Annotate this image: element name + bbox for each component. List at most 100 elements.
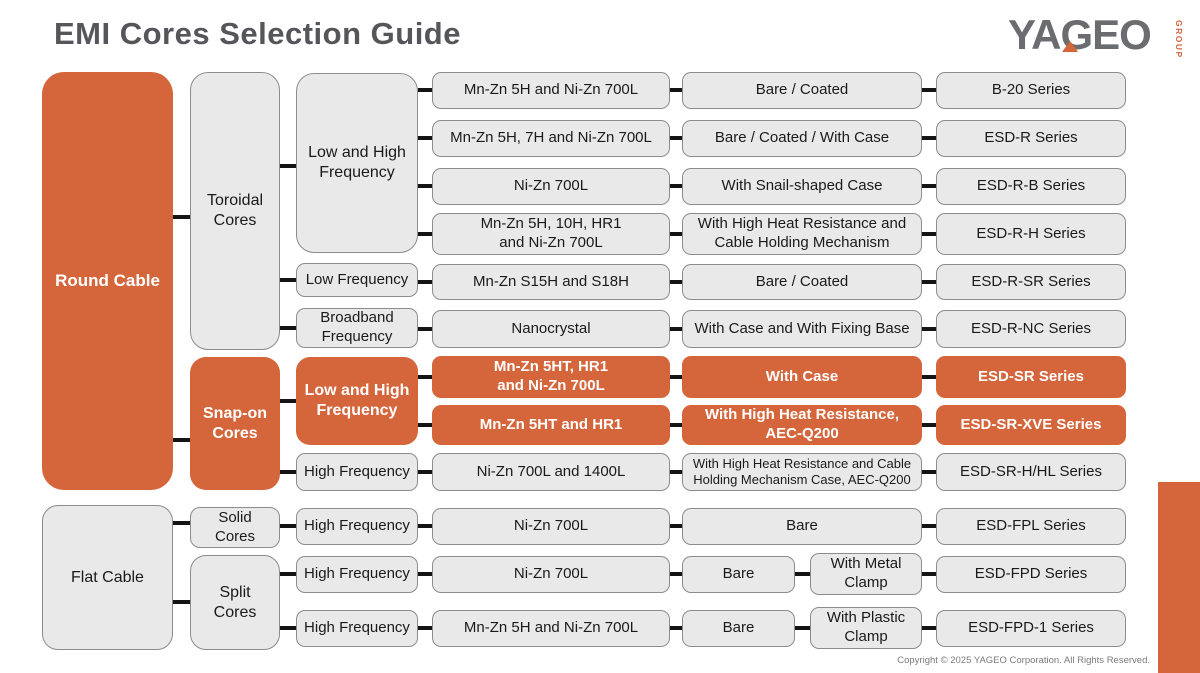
node-toroidal-cores: Toroidal Cores xyxy=(190,72,280,350)
series-row-3: ESD-R-B Series xyxy=(936,168,1126,205)
node-snap-on-cores: Snap-on Cores xyxy=(190,357,280,490)
case-row-12-clamp: With Plastic Clamp xyxy=(810,607,922,649)
case-row-11-bare: Bare xyxy=(682,556,795,593)
connector-line xyxy=(670,626,682,630)
connector-line xyxy=(280,399,296,403)
yageo-logo-text: YAGEO xyxy=(1008,11,1152,58)
yageo-logo: YAGEO GROUP xyxy=(1008,11,1184,66)
connector-line xyxy=(922,327,936,331)
connector-line xyxy=(922,232,936,236)
series-row-5: ESD-R-SR Series xyxy=(936,264,1126,300)
series-row-11: ESD-FPD Series xyxy=(936,556,1126,593)
connector-line xyxy=(670,572,682,576)
case-row-12-bare: Bare xyxy=(682,610,795,647)
material-row-8: Mn-Zn 5HT and HR1 xyxy=(432,405,670,445)
connector-line xyxy=(418,626,432,630)
node-freq-solid-high: High Frequency xyxy=(296,508,418,545)
connector-line xyxy=(173,600,190,604)
node-freq-snap-high: High Frequency xyxy=(296,453,418,491)
connector-line xyxy=(922,524,936,528)
connector-line xyxy=(418,184,432,188)
connector-line xyxy=(670,232,682,236)
yageo-logo-group-text: GROUP xyxy=(1174,20,1184,59)
connector-line xyxy=(173,215,190,219)
connector-line xyxy=(418,136,432,140)
material-row-6: Nanocrystal xyxy=(432,310,670,348)
yageo-logo-triangle-icon xyxy=(1062,41,1078,52)
series-row-4: ESD-R-H Series xyxy=(936,213,1126,255)
connector-line xyxy=(418,232,432,236)
connector-line xyxy=(670,280,682,284)
node-freq-toroidal-broadband: Broadband Frequency xyxy=(296,308,418,348)
connector-line xyxy=(280,470,296,474)
case-row-3: With Snail-shaped Case xyxy=(682,168,922,205)
connector-line xyxy=(173,521,190,525)
connector-line xyxy=(670,470,682,474)
accent-bar xyxy=(1158,482,1200,673)
connector-line xyxy=(418,470,432,474)
connector-line xyxy=(670,184,682,188)
series-row-8: ESD-SR-XVE Series xyxy=(936,405,1126,445)
material-row-5: Mn-Zn S15H and S18H xyxy=(432,264,670,300)
node-round-cable: Round Cable xyxy=(42,72,173,490)
connector-line xyxy=(280,626,296,630)
case-row-4: With High Heat Resistance and Cable Hold… xyxy=(682,213,922,255)
copyright-text: Copyright © 2025 YAGEO Corporation. All … xyxy=(897,655,1150,666)
material-row-9: Ni-Zn 700L and 1400L xyxy=(432,453,670,491)
connector-line xyxy=(280,326,296,330)
connector-line xyxy=(418,524,432,528)
connector-line xyxy=(922,572,936,576)
series-row-2: ESD-R Series xyxy=(936,120,1126,157)
connector-line xyxy=(418,327,432,331)
connector-line xyxy=(922,423,936,427)
series-row-1: B-20 Series xyxy=(936,72,1126,109)
material-row-10: Ni-Zn 700L xyxy=(432,508,670,545)
connector-line xyxy=(418,423,432,427)
material-row-2: Mn-Zn 5H, 7H and Ni-Zn 700L xyxy=(432,120,670,157)
connector-line xyxy=(280,572,296,576)
node-solid-cores: Solid Cores xyxy=(190,507,280,548)
case-row-8: With High Heat Resistance, AEC-Q200 xyxy=(682,405,922,445)
case-row-10: Bare xyxy=(682,508,922,545)
connector-line xyxy=(670,423,682,427)
material-row-11: Ni-Zn 700L xyxy=(432,556,670,593)
node-freq-toroidal-low: Low Frequency xyxy=(296,263,418,297)
connector-line xyxy=(922,136,936,140)
connector-line xyxy=(922,375,936,379)
connector-line xyxy=(173,438,190,442)
node-freq-split-high-1: High Frequency xyxy=(296,556,418,593)
case-row-11-clamp: With Metal Clamp xyxy=(810,553,922,595)
series-row-7: ESD-SR Series xyxy=(936,356,1126,398)
material-row-3: Ni-Zn 700L xyxy=(432,168,670,205)
case-row-1: Bare / Coated xyxy=(682,72,922,109)
case-row-5: Bare / Coated xyxy=(682,264,922,300)
series-row-9: ESD-SR-H/HL Series xyxy=(936,453,1126,491)
connector-line xyxy=(922,470,936,474)
connector-line xyxy=(795,626,810,630)
material-row-12: Mn-Zn 5H and Ni-Zn 700L xyxy=(432,610,670,647)
connector-line xyxy=(670,327,682,331)
connector-line xyxy=(418,88,432,92)
series-row-6: ESD-R-NC Series xyxy=(936,310,1126,348)
series-row-10: ESD-FPL Series xyxy=(936,508,1126,545)
connector-line xyxy=(670,524,682,528)
series-row-12: ESD-FPD-1 Series xyxy=(936,610,1126,647)
material-row-7: Mn-Zn 5HT, HR1 and Ni-Zn 700L xyxy=(432,356,670,398)
connector-line xyxy=(670,375,682,379)
material-row-4: Mn-Zn 5H, 10H, HR1 and Ni-Zn 700L xyxy=(432,213,670,255)
connector-line xyxy=(795,572,810,576)
connector-line xyxy=(922,88,936,92)
page-title: EMI Cores Selection Guide xyxy=(54,16,461,51)
material-row-1: Mn-Zn 5H and Ni-Zn 700L xyxy=(432,72,670,109)
connector-line xyxy=(418,280,432,284)
connector-line xyxy=(280,164,296,168)
node-flat-cable: Flat Cable xyxy=(42,505,173,650)
case-row-6: With Case and With Fixing Base xyxy=(682,310,922,348)
connector-line xyxy=(418,572,432,576)
connector-line xyxy=(922,280,936,284)
case-row-2: Bare / Coated / With Case xyxy=(682,120,922,157)
case-row-9: With High Heat Resistance and Cable Hold… xyxy=(682,453,922,491)
connector-line xyxy=(922,184,936,188)
connector-line xyxy=(922,626,936,630)
